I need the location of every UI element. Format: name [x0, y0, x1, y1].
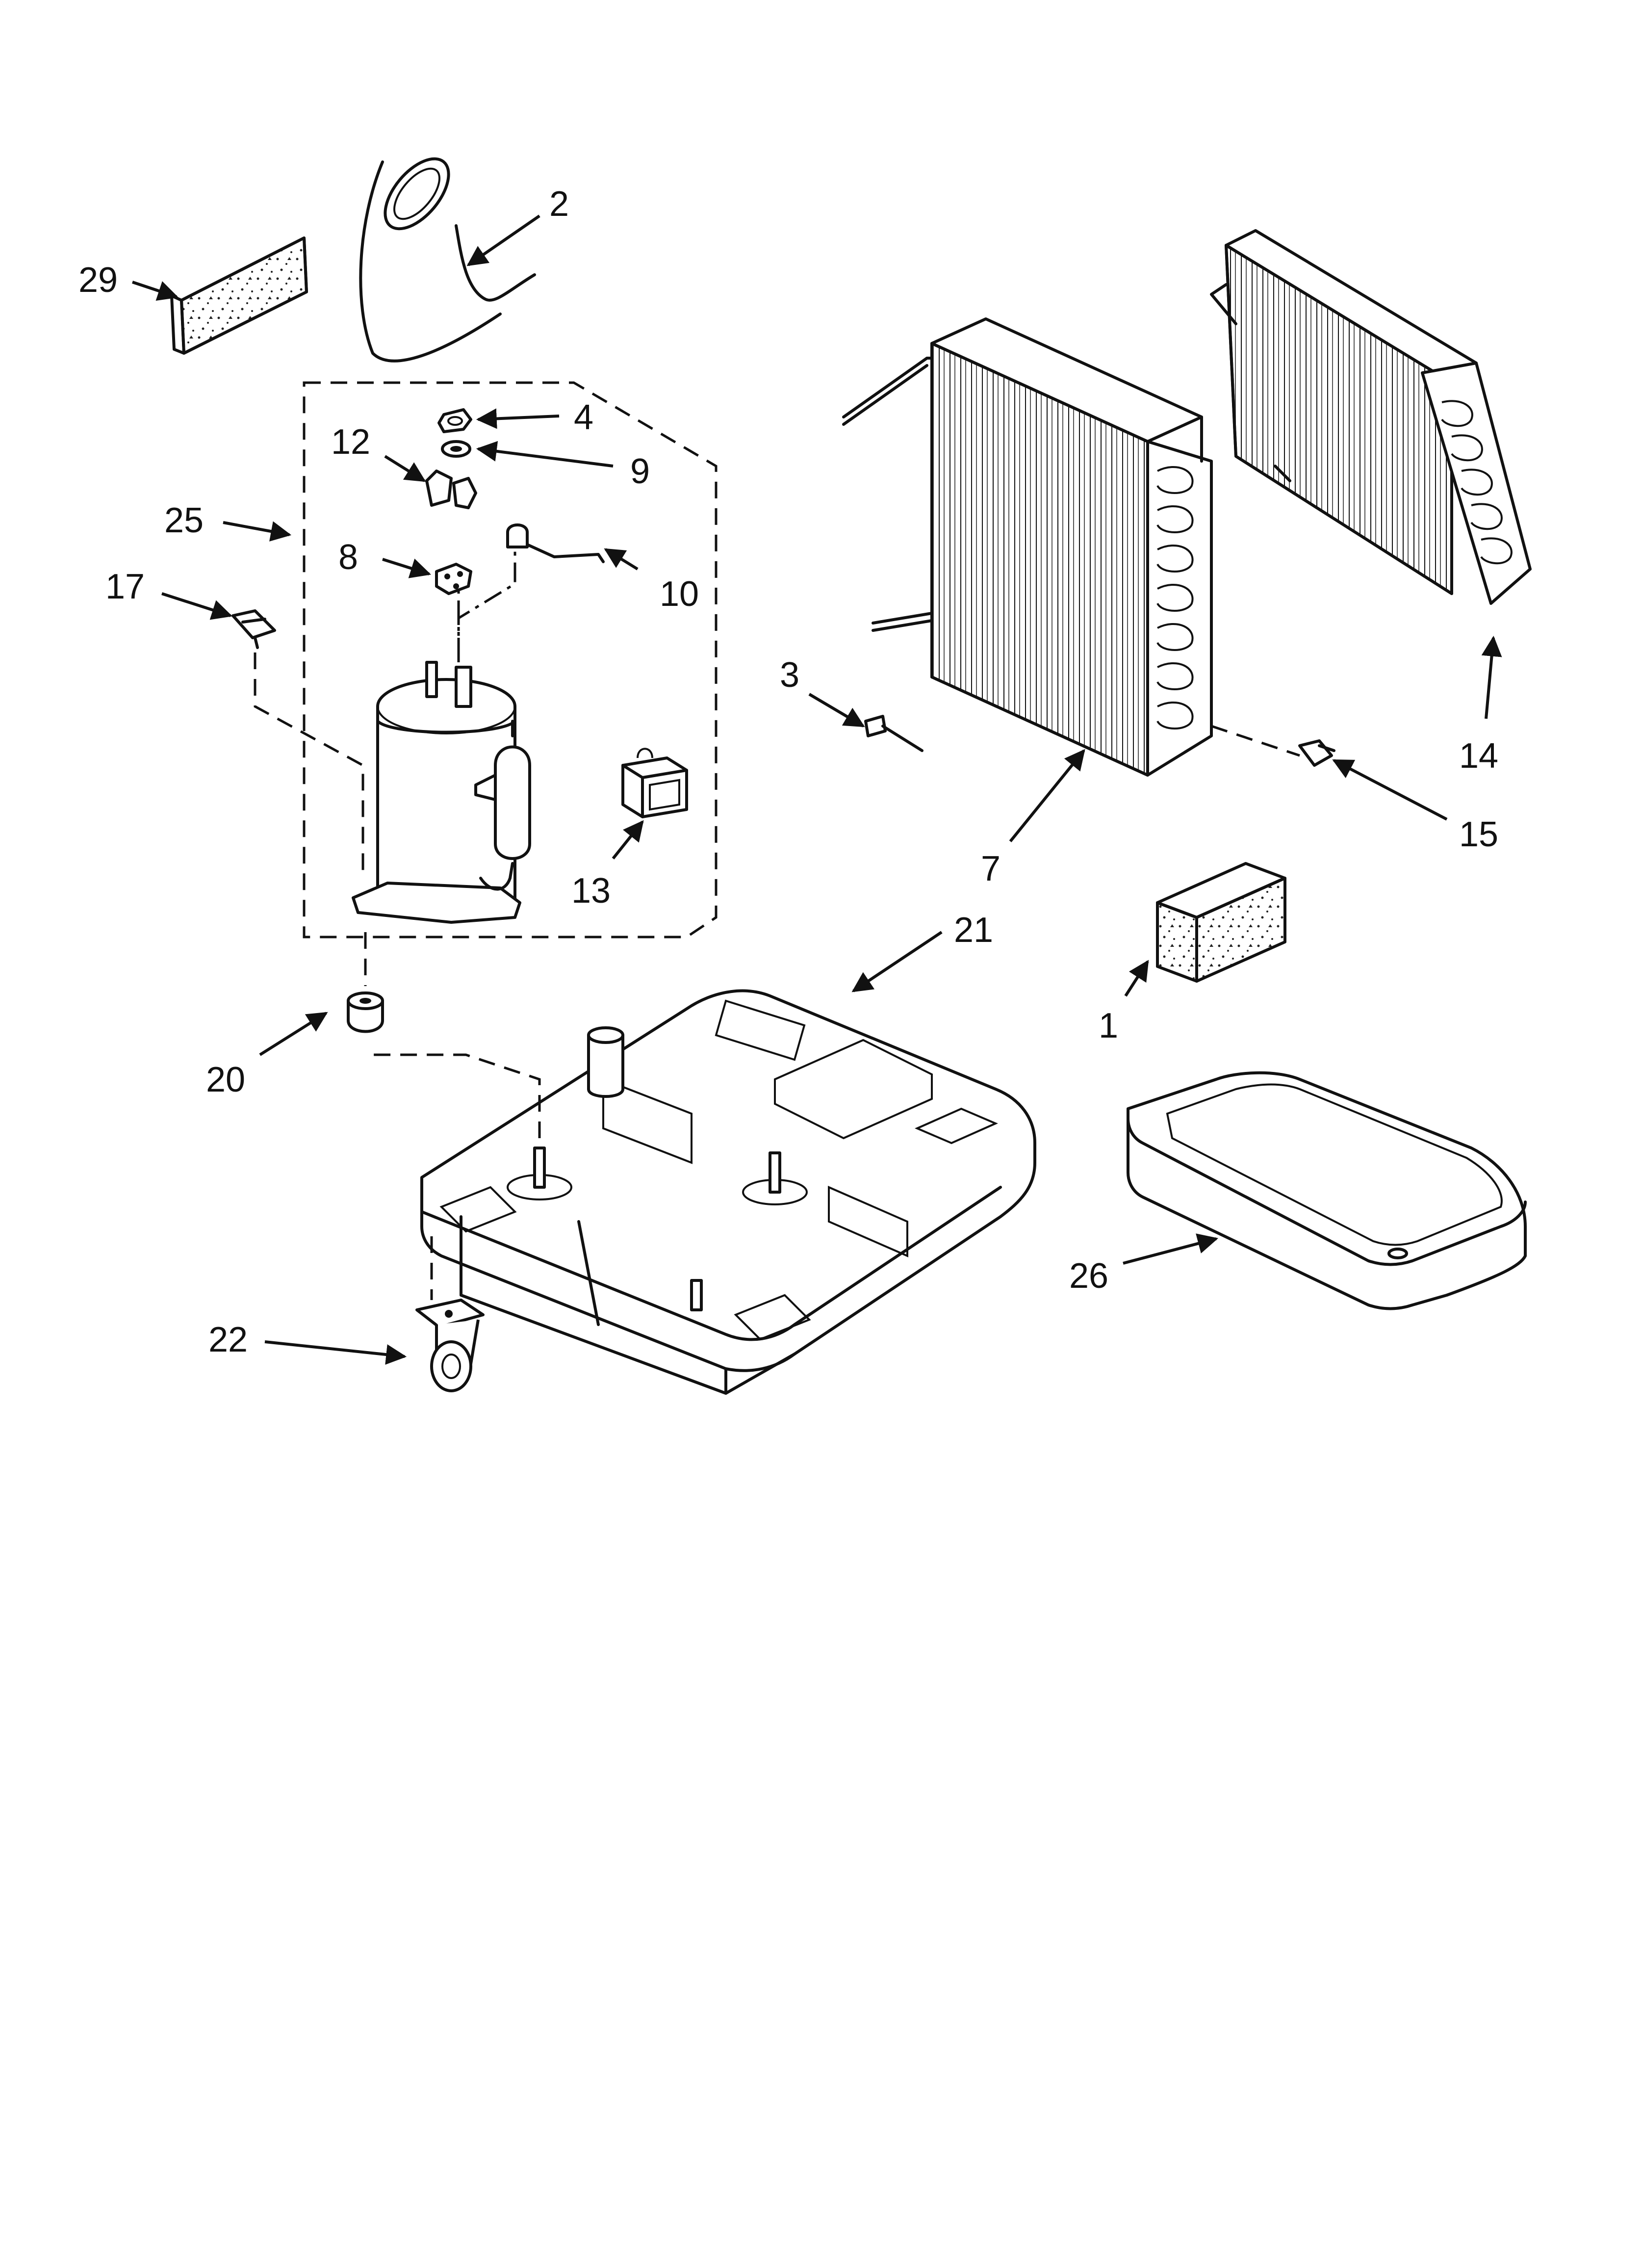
callout-17: 17: [105, 567, 145, 606]
callout-12: 12: [331, 422, 370, 462]
part-22-caster: [415, 1236, 485, 1392]
condenser-return-bends: [1441, 400, 1513, 565]
callout-21: 21: [954, 911, 993, 950]
callout-22: 22: [208, 1320, 248, 1359]
part-15-fitting: [1298, 739, 1335, 767]
part-2-exhaust-hose: [359, 157, 536, 363]
part-20-grommet: [347, 932, 384, 1033]
part-13-connector: [621, 748, 688, 818]
callout-9: 9: [630, 452, 650, 491]
callout-4: 4: [574, 398, 593, 437]
callout-1: 1: [1099, 1006, 1118, 1045]
callout-29: 29: [78, 261, 118, 300]
callout-15: 15: [1459, 815, 1498, 854]
part-10-overload: [506, 523, 605, 563]
callout-leaders: [132, 214, 1502, 1365]
callout-20: 20: [206, 1060, 245, 1099]
callout-10: 10: [660, 574, 699, 614]
callout-25: 25: [164, 501, 204, 540]
part-21-base-pan: [373, 989, 1036, 1395]
part-1-foam-block: [1156, 862, 1286, 983]
callout-13: 13: [571, 871, 611, 911]
callout-2: 2: [549, 184, 569, 224]
part-17-clip: [231, 609, 364, 873]
callout-labels: 2 29 4 12 9 25 8 10 17 3 13 7 14 15 21 1…: [78, 184, 1498, 1359]
part-4-nut: [437, 408, 472, 433]
callout-14: 14: [1459, 736, 1498, 776]
callout-8: 8: [338, 538, 358, 577]
part-7-evaporator-coil: [842, 317, 1300, 777]
part-26-drain-tray: [1127, 1071, 1527, 1310]
part-14-condenser-coil: [1210, 229, 1532, 605]
part-29-filter-pad: [170, 236, 308, 355]
coil-return-bends: [1156, 466, 1194, 730]
part-12-terminal-cover: [425, 469, 477, 509]
part-9-washer: [441, 440, 471, 458]
callout-7: 7: [981, 849, 1001, 888]
part-25-compressor-assembly: [303, 381, 718, 938]
callout-26: 26: [1069, 1256, 1108, 1296]
part-8-gasket: [435, 563, 472, 595]
callout-3: 3: [780, 655, 799, 695]
part-3-screw: [864, 715, 924, 752]
